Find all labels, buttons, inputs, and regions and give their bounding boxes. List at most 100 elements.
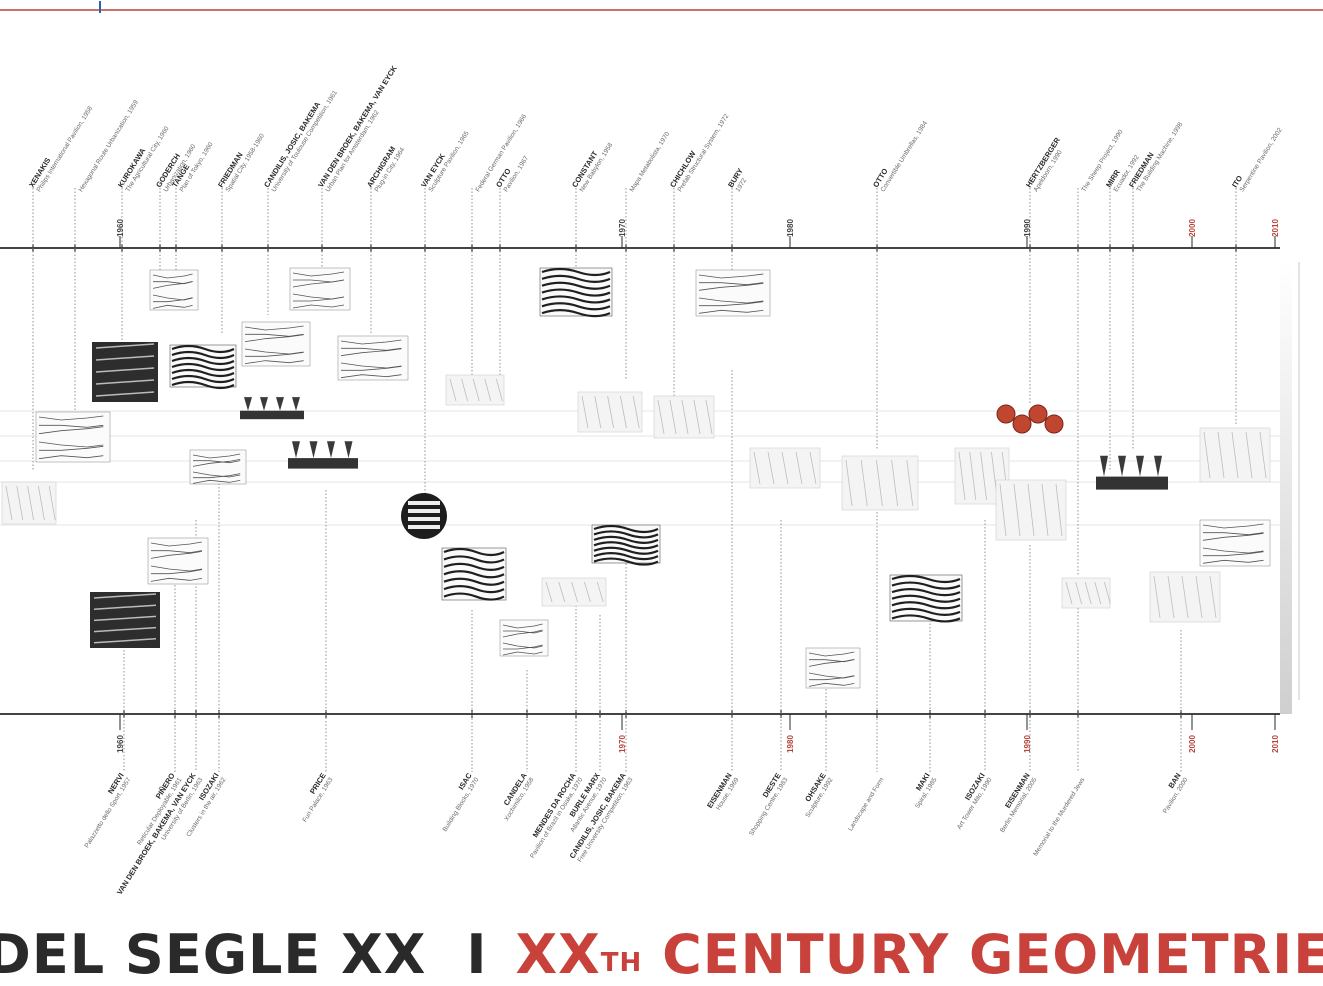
thumbnail-stroke (593, 535, 659, 544)
right-scale-bar (1280, 262, 1300, 714)
top-year-label: 1960 (116, 219, 125, 237)
thumbnail-stroke (292, 397, 300, 411)
project-thumbnail (889, 574, 963, 623)
thumbnail-stroke (443, 585, 505, 594)
project-thumbnail (653, 395, 715, 439)
thumbnail-image (841, 455, 919, 511)
thumbnail-stroke (150, 577, 203, 582)
thumbnail-stroke (541, 288, 611, 297)
thumbnail-stroke (327, 441, 335, 459)
title-separator: I (466, 923, 488, 986)
thumbnail-stroke (999, 483, 1007, 537)
thumbnail-stroke (151, 550, 203, 554)
thumbnail-image (1061, 577, 1111, 609)
bottom-year-label: 2010 (1271, 735, 1280, 753)
thumbnail-stroke (48, 485, 56, 521)
thumbnail-stroke (150, 541, 203, 547)
thumbnail-stroke (5, 485, 13, 521)
thumbnail-stroke (698, 282, 764, 291)
project-thumbnail (749, 447, 821, 489)
bottom-year-marker: 1960 (116, 735, 125, 753)
thumbnail-stroke (443, 547, 505, 557)
thumbnail-stroke (558, 581, 566, 603)
thumbnail-stroke (39, 424, 104, 428)
top-year-label: 2000 (1188, 219, 1197, 237)
bottom-project-label: Memorial to the Murdered Jews (1032, 776, 1087, 858)
thumbnail-stroke (1104, 581, 1111, 605)
top-year-label: 1980 (786, 219, 795, 237)
thumbnail-stroke (781, 451, 789, 485)
project-thumbnail (591, 524, 661, 566)
thumbnail-stroke (340, 339, 402, 345)
project-thumbnail (240, 397, 304, 420)
top-project-name: CANDILIS, JOSIC, BAKEMA (262, 100, 322, 189)
thumbnail-stroke (541, 274, 611, 283)
top-project-caption: Serpentine Pavilion, 2002 (1239, 126, 1284, 193)
thumbnail-stroke (876, 459, 883, 507)
thumbnail-stroke (443, 570, 505, 579)
thumbnail-stroke (584, 581, 591, 603)
thumbnail-stroke (693, 399, 701, 435)
project-thumbnail (541, 577, 607, 607)
top-year-marker: 1990 (1023, 219, 1032, 237)
thumbnail-stroke (753, 451, 761, 485)
thumbnail-stroke (93, 593, 157, 599)
thumbnail-stroke (1259, 431, 1267, 479)
thumbnail-stroke (245, 351, 304, 357)
thumbnail-stroke (192, 471, 241, 478)
thumbnail-stroke (808, 658, 855, 667)
thumbnail-stroke (502, 651, 543, 656)
project-thumbnail (92, 342, 158, 402)
thumbnail-stroke (93, 638, 157, 644)
thumbnail-stroke (293, 296, 345, 302)
thumbnail-stroke (171, 356, 235, 366)
thumbnail-stroke (443, 562, 505, 571)
thumbnail-stroke (541, 302, 611, 311)
bottom-year-label: 1970 (618, 735, 627, 753)
thumbnail-stroke (808, 651, 855, 657)
thumbnail-stroke (38, 485, 45, 521)
project-thumbnail (90, 592, 160, 648)
thumbnail-stroke (38, 455, 104, 460)
thumbnail-stroke (95, 391, 155, 397)
project-thumbnail (189, 449, 247, 485)
thumbnail-stroke (891, 574, 961, 584)
thumbnail-stroke (95, 367, 155, 373)
thumbnail-stroke (496, 378, 503, 402)
top-project-label: Mapa Metabolista, 1970 (629, 130, 672, 193)
thumbnail-image (695, 269, 771, 317)
thumbnail-stroke (503, 630, 543, 634)
thumbnail-stroke (545, 581, 553, 603)
thumbnail-image (189, 449, 247, 485)
thumbnail-image (401, 493, 447, 539)
thumbnail-stroke (860, 459, 868, 507)
project-thumbnail (337, 335, 409, 381)
project-thumbnail (289, 267, 351, 311)
thumbnail-stroke (669, 399, 677, 435)
project-thumbnail (1096, 455, 1168, 490)
thumbnail-stroke (1153, 575, 1161, 619)
bottom-project-label: Landscape and Form (847, 777, 885, 833)
thumbnail-stroke (408, 501, 440, 505)
bottom-year-label: 1990 (1023, 735, 1032, 753)
thumbnail-stroke (891, 614, 961, 623)
thumbnail-stroke (581, 395, 589, 429)
thumbnail-stroke (244, 397, 252, 411)
thumbnail-stroke (443, 592, 505, 601)
thumbnail-stroke (1203, 532, 1264, 536)
top-year-marker: 1980 (786, 219, 795, 237)
thumbnail-stroke (150, 565, 203, 572)
thumbnail-stroke (980, 451, 987, 501)
thumbnail-image (147, 537, 209, 585)
project-thumbnail (577, 391, 643, 433)
thumbnail-stroke (443, 577, 505, 586)
thumbnail-stroke (502, 629, 543, 638)
top-year-label: 2010 (1271, 219, 1280, 237)
